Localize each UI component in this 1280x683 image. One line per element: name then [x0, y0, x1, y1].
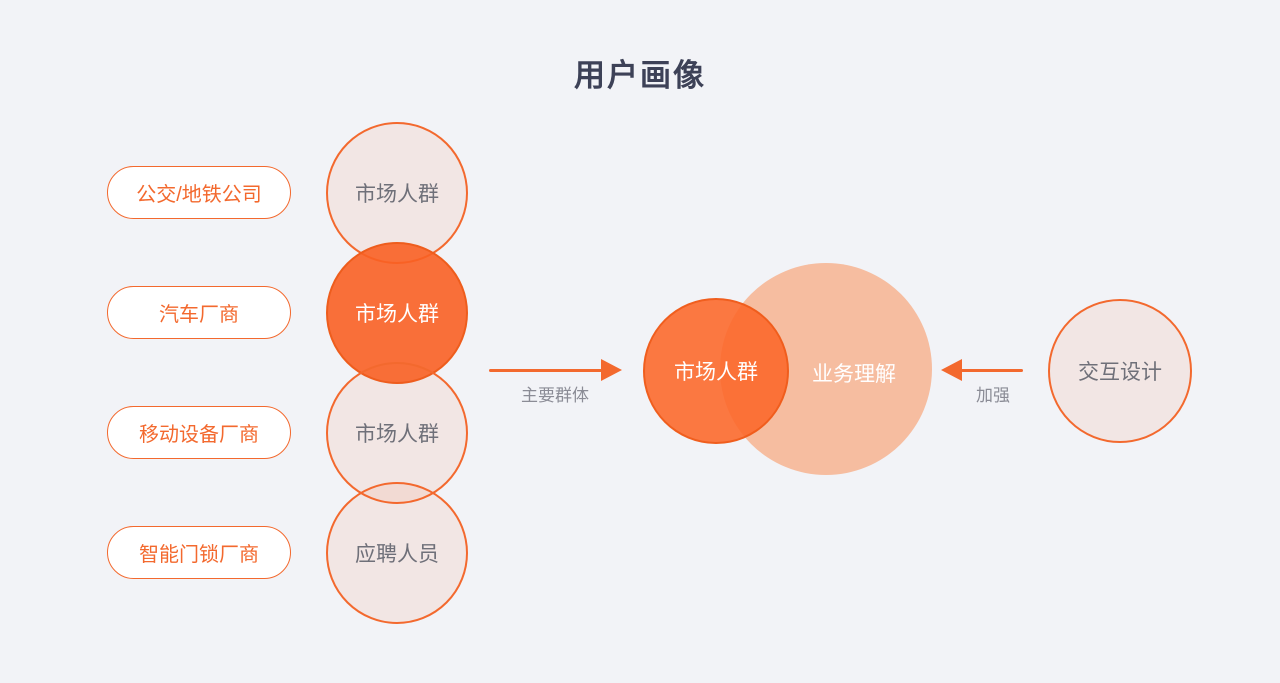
pill-mobile-device-manufacturer: 移动设备厂商: [107, 406, 291, 459]
pill-bus-subway-company: 公交/地铁公司: [107, 166, 291, 219]
pill-car-manufacturer: 汽车厂商: [107, 286, 291, 339]
page-title: 用户画像: [574, 58, 706, 93]
strengthen-arrow-line: [961, 369, 1023, 372]
main-arrow-line: [489, 369, 602, 372]
group-circle-applicants: 应聘人员: [326, 482, 468, 624]
arrow-left-icon: [941, 359, 962, 381]
main-arrow-label: 主要群体: [521, 386, 589, 405]
group-circle-label: 市场人群: [355, 183, 439, 206]
interaction-design-label: 交互设计: [1078, 361, 1162, 384]
pill-label: 移动设备厂商: [139, 424, 259, 446]
group-circle-label: 市场人群: [355, 423, 439, 446]
group-circle-market-1: 市场人群: [326, 122, 468, 264]
arrow-right-icon: [601, 359, 622, 381]
pill-label: 汽车厂商: [159, 304, 239, 326]
pill-label: 公交/地铁公司: [136, 184, 262, 206]
group-circle-market-2-highlighted: 市场人群: [326, 242, 468, 384]
venn-market-group-label: 市场人群: [674, 361, 758, 384]
group-circle-label: 市场人群: [355, 303, 439, 326]
pill-smart-lock-manufacturer: 智能门锁厂商: [107, 526, 291, 579]
group-circle-label: 应聘人员: [355, 543, 439, 566]
circle-interaction-design: 交互设计: [1048, 299, 1192, 443]
pill-label: 智能门锁厂商: [139, 544, 259, 566]
group-circle-market-3: 市场人群: [326, 362, 468, 504]
venn-circle-market-group: 市场人群: [643, 298, 789, 444]
venn-business-understanding-label: 业务理解: [812, 363, 896, 386]
strengthen-arrow-label: 加强: [976, 386, 1010, 405]
